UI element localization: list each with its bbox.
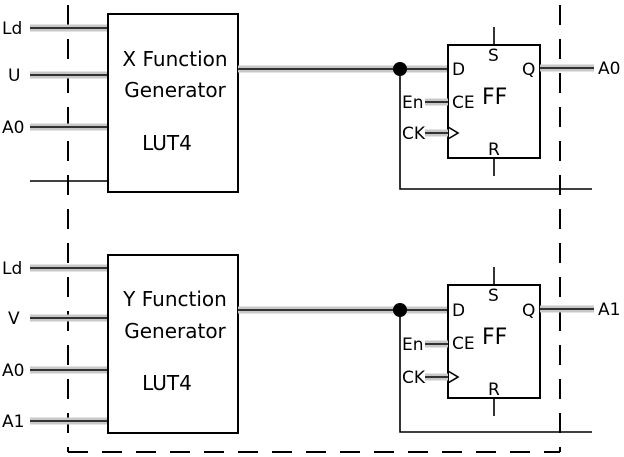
- x-function-generator-title-line1: X Function: [122, 47, 227, 71]
- bottom-input-label-a1: A1: [2, 412, 24, 432]
- bottom-ff-r-label: R: [488, 380, 500, 400]
- top-ck-label: CK: [402, 124, 426, 144]
- bottom-en-label: En: [402, 335, 424, 355]
- y-function-generator-type: LUT4: [142, 371, 192, 395]
- bottom-ff-clock-triangle: [447, 370, 460, 384]
- top-input-label-ld: Ld: [2, 19, 22, 39]
- x-function-generator-title-line2: Generator: [124, 78, 226, 102]
- top-ff-label: FF: [482, 85, 507, 110]
- bottom-bypass-wire: [399, 310, 592, 433]
- bottom-input-wires: [30, 264, 108, 425]
- cell-boundary: [67, 5, 561, 453]
- bottom-ck-label: CK: [402, 368, 426, 388]
- bottom-slice: Ld V A0 A1 Y Function Generator LUT4 S D…: [2, 254, 620, 434]
- bottom-output-label: A1: [598, 300, 620, 320]
- top-ff-s-label: S: [488, 46, 499, 66]
- y-function-generator-block: [107, 254, 239, 434]
- bottom-ff-label: FF: [482, 325, 507, 350]
- top-input-label-u: U: [8, 66, 20, 86]
- top-output-label: A0: [598, 59, 620, 79]
- top-input-label-a0: A0: [2, 118, 24, 138]
- bottom-input-label-a0: A0: [2, 361, 24, 381]
- x-function-generator-type: LUT4: [142, 131, 192, 155]
- top-ff-clock-triangle: [447, 126, 460, 140]
- top-ff-r-label: R: [488, 140, 500, 160]
- bottom-ff-ce-label: CE: [452, 334, 475, 354]
- top-input-wires: [30, 24, 108, 182]
- top-flip-flop: [447, 44, 541, 159]
- bottom-input-label-ld: Ld: [2, 259, 22, 279]
- bottom-ff-q-label: Q: [522, 301, 535, 321]
- top-en-label: En: [402, 93, 424, 113]
- top-ff-ce-label: CE: [452, 93, 475, 113]
- top-ff-q-label: Q: [522, 60, 535, 80]
- bottom-input-label-v: V: [8, 309, 20, 329]
- top-bypass-wire: [399, 69, 592, 190]
- x-function-generator-block: [107, 13, 239, 193]
- bottom-ff-s-label: S: [488, 286, 499, 306]
- top-ff-d-label: D: [452, 60, 465, 80]
- bottom-flip-flop: [447, 284, 541, 399]
- top-slice: Ld U A0 X Function Generator LUT4 S D Q …: [2, 13, 620, 193]
- y-function-generator-title-line2: Generator: [124, 319, 226, 343]
- bottom-ff-d-label: D: [452, 301, 465, 321]
- y-function-generator-title-line1: Y Function: [122, 287, 227, 311]
